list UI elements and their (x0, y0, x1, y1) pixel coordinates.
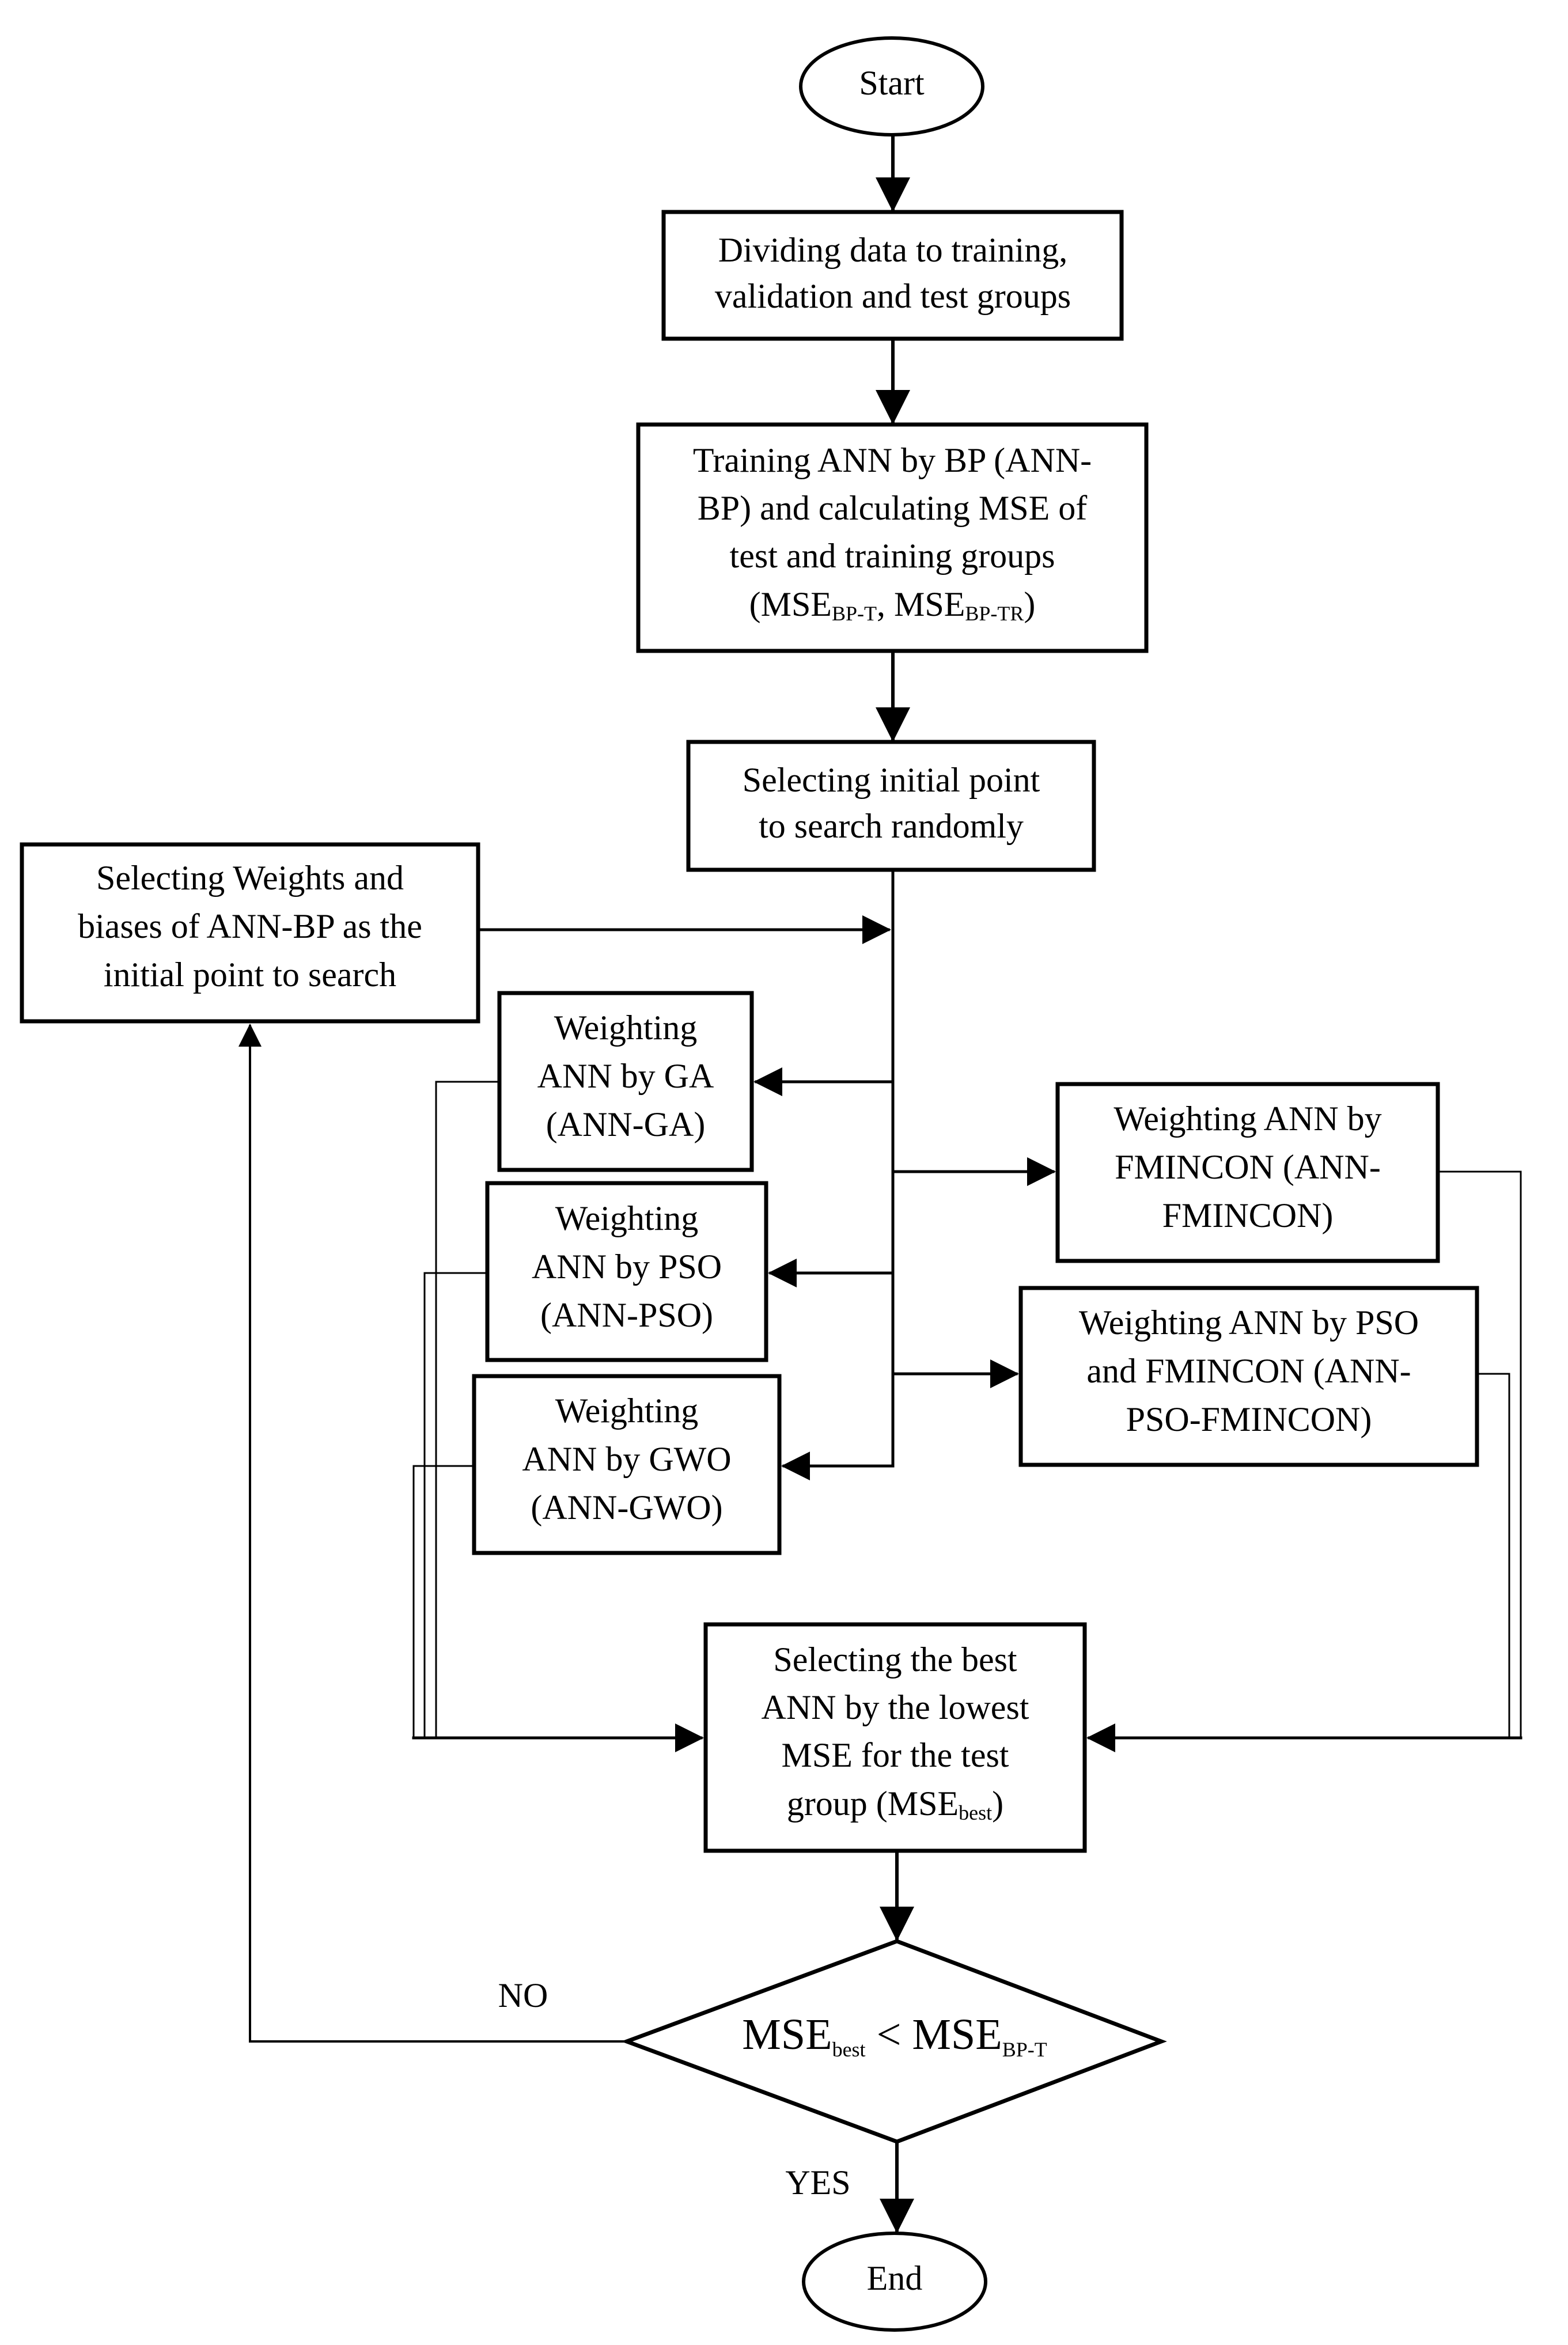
ann-pso-line-3: (ANN-PSO) (540, 1296, 713, 1334)
ann-gwo-line-1: Weighting (555, 1392, 698, 1430)
start-label: Start (859, 64, 925, 102)
ann-ga-line-1: Weighting (554, 1009, 697, 1047)
ann-ga-line-3: (ANN-GA) (546, 1105, 706, 1143)
line-decision-no (238, 1024, 628, 2043)
ann-pso-fmincon-line-2: and FMINCON (ANN- (1086, 1352, 1411, 1390)
line-ga-to-best (435, 1081, 501, 1739)
select-best-line-4: group (MSEbest) (787, 1785, 1003, 1825)
yes-label: YES (785, 2164, 850, 2202)
no-label: NO (498, 1976, 548, 2014)
train-bp-line-3: test and training groups (730, 537, 1055, 575)
select-bp-weights-line-1: Selecting Weights and (96, 859, 404, 897)
ann-pso-fmincon-line-3: PSO-FMINCON) (1126, 1400, 1372, 1438)
end-node: End (802, 2232, 987, 2332)
ann-fmincon-box: Weighting ANN by FMINCON (ANN- FMINCON) (1055, 1082, 1440, 1263)
divide-data-box: Dividing data to training, validation an… (661, 210, 1124, 341)
ann-ga-box: Weighting ANN by GA (ANN-GA) (497, 991, 754, 1172)
train-bp-mse-line: (MSEBP-T, MSEBP-TR) (749, 585, 1036, 626)
line-pso-fmincon-to-best (1476, 1373, 1510, 1739)
ann-fmincon-line-3: FMINCON) (1162, 1196, 1334, 1234)
select-best-line-3: MSE for the test (782, 1736, 1009, 1774)
ann-pso-line-1: Weighting (555, 1199, 698, 1237)
start-node: Start (799, 36, 984, 137)
divide-data-line-1: Dividing data to training, (718, 231, 1068, 269)
train-bp-box: Training ANN by BP (ANN- BP) and calcula… (636, 422, 1149, 653)
end-label: End (867, 2259, 923, 2297)
ann-pso-line-2: ANN by PSO (532, 1248, 722, 1286)
ann-fmincon-line-2: FMINCON (ANN- (1115, 1148, 1381, 1186)
decision-label: MSEbest < MSEBP-T (742, 2010, 1047, 2061)
ann-gwo-line-3: (ANN-GWO) (531, 1488, 722, 1526)
divide-data-line-2: validation and test groups (715, 277, 1071, 315)
ann-pso-fmincon-box: Weighting ANN by PSO and FMINCON (ANN- P… (1018, 1286, 1479, 1467)
select-random-line-2: to search randomly (759, 807, 1024, 845)
select-best-box: Selecting the best ANN by the lowest MSE… (703, 1622, 1087, 1853)
line-pso-to-best (423, 1272, 488, 1739)
select-bp-weights-box: Selecting Weights and biases of ANN-BP a… (20, 842, 480, 1024)
ann-fmincon-line-1: Weighting ANN by (1113, 1100, 1381, 1138)
select-bp-weights-line-3: initial point to search (104, 956, 396, 994)
ann-gwo-line-2: ANN by GWO (522, 1440, 731, 1478)
select-bp-weights-line-2: biases of ANN-BP as the (78, 907, 422, 945)
select-random-box: Selecting initial point to search random… (686, 740, 1096, 872)
ann-ga-line-2: ANN by GA (537, 1057, 714, 1095)
ann-pso-box: Weighting ANN by PSO (ANN-PSO) (485, 1181, 768, 1362)
line-fmincon-to-best (1437, 1170, 1522, 1739)
ann-gwo-box: Weighting ANN by GWO (ANN-GWO) (472, 1374, 782, 1555)
train-bp-line-1: Training ANN by BP (ANN- (693, 441, 1092, 479)
select-best-line-1: Selecting the best (773, 1641, 1017, 1679)
select-random-line-1: Selecting initial point (743, 761, 1040, 799)
line-gwo-to-best (412, 1465, 475, 1739)
train-bp-line-2: BP) and calculating MSE of (698, 489, 1088, 527)
decision-diamond: MSEbest < MSEBP-T (620, 1939, 1167, 2144)
ann-pso-fmincon-line-1: Weighting ANN by PSO (1079, 1304, 1419, 1342)
select-best-line-2: ANN by the lowest (762, 1688, 1029, 1726)
